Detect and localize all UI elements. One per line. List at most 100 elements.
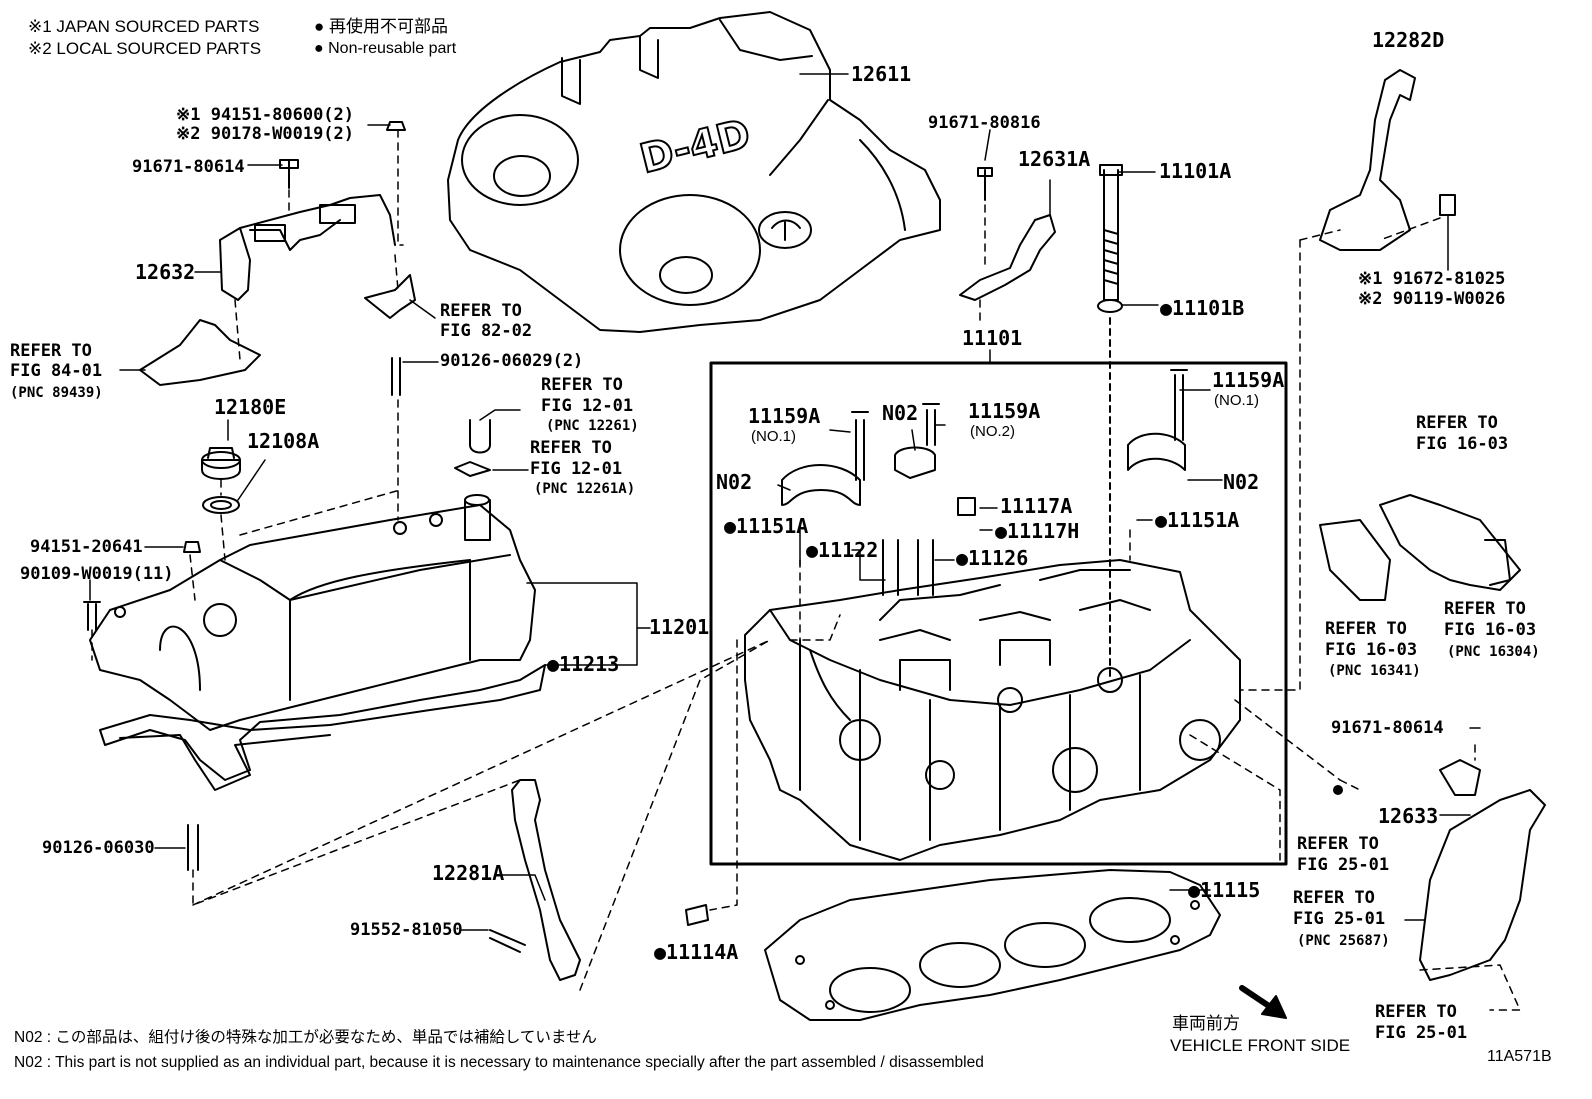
part-label-94151-80600[interactable]: ※1 94151-80600(2) bbox=[176, 105, 355, 125]
refer-fig-16-03-top-line1[interactable]: REFER TO bbox=[1416, 413, 1498, 433]
part-label-90126-06029[interactable]: 90126-06029(2) bbox=[440, 351, 584, 371]
head-bolt-drawing bbox=[1097, 164, 1123, 681]
part-label-11101B[interactable]: ●11101B bbox=[1160, 296, 1245, 320]
bolt-11159A-left bbox=[851, 411, 869, 481]
cylinder-head-drawing bbox=[744, 559, 1241, 861]
part-label-11114A[interactable]: ●11114A bbox=[654, 940, 739, 964]
bolt-90109-W0019 bbox=[83, 601, 101, 631]
vehicle-front-en: VEHICLE FRONT SIDE bbox=[1170, 1036, 1351, 1055]
part-label-12611[interactable]: 12611 bbox=[851, 62, 912, 86]
part-label-12633[interactable]: 12633 bbox=[1378, 804, 1439, 828]
valve-guide-11122 bbox=[882, 539, 899, 596]
part-label-11159A-mid[interactable]: 11159A bbox=[968, 399, 1041, 423]
cylinder-head-cover-drawing bbox=[89, 494, 536, 731]
part-label-11201[interactable]: 11201 bbox=[649, 615, 710, 639]
part-label-90119-W0026[interactable]: ※2 90119-W0026 bbox=[1358, 289, 1506, 309]
part-label-91552-81050[interactable]: 91552-81050 bbox=[350, 920, 463, 940]
refer-fig-12-01a-line2[interactable]: FIG 12-01 bbox=[541, 396, 634, 416]
refer-fig-25-01c-line2[interactable]: FIG 25-01 bbox=[1375, 1023, 1468, 1043]
refer-fig-16-03-right-line1[interactable]: REFER TO bbox=[1444, 599, 1526, 619]
refer-fig-16-03-top-line2[interactable]: FIG 16-03 bbox=[1416, 434, 1509, 454]
refer-fig-12-01a-line1[interactable]: REFER TO bbox=[541, 375, 623, 395]
part-label-94151-20641[interactable]: 94151-20641 bbox=[30, 537, 143, 557]
plug-11117A bbox=[957, 497, 976, 516]
refer-fig-16-03-right-line2[interactable]: FIG 16-03 bbox=[1444, 620, 1537, 640]
part-label-11159A-right[interactable]: 11159A bbox=[1212, 368, 1285, 392]
part-label-12180E[interactable]: 12180E bbox=[214, 395, 287, 419]
refer-fig-25-01b-line1[interactable]: REFER TO bbox=[1293, 888, 1375, 908]
part-label-11101A[interactable]: 11101A bbox=[1159, 159, 1232, 183]
part-label-11159A-left[interactable]: 11159A bbox=[748, 404, 821, 428]
bolt-11159A-mid bbox=[922, 403, 940, 446]
part-label-11117A[interactable]: 11117A bbox=[1000, 494, 1073, 518]
oil-filler-cap-drawing bbox=[201, 447, 241, 514]
non-reusable-dot-icon: ● bbox=[547, 652, 560, 676]
bearing-cap-drawing bbox=[781, 432, 1186, 506]
part-label-N02-left[interactable]: N02 bbox=[716, 470, 753, 494]
part-label-12282D[interactable]: 12282D bbox=[1372, 28, 1445, 52]
non-reusable-dot-icon: ● bbox=[995, 519, 1008, 543]
part-label-12632[interactable]: 12632 bbox=[135, 260, 196, 284]
refer-fig-12-01b-line1[interactable]: REFER TO bbox=[530, 438, 612, 458]
part-label-11151A-right[interactable]: ●11151A bbox=[1155, 508, 1240, 532]
part-label-90178-W0019[interactable]: ※2 90178-W0019(2) bbox=[176, 124, 355, 144]
refer-fig-84-01-line1[interactable]: REFER TO bbox=[10, 341, 92, 361]
refer-fig-16-03-left-line1[interactable]: REFER TO bbox=[1325, 619, 1407, 639]
bracket-84-01-drawing bbox=[139, 319, 261, 386]
part-label-11151A-left[interactable]: ●11151A bbox=[724, 514, 809, 538]
part-label-12108A[interactable]: 12108A bbox=[247, 429, 320, 453]
bracket-12633-drawing bbox=[1419, 759, 1546, 981]
filled-dot-icon: ● bbox=[314, 40, 324, 57]
refer-fig-12-01b-line2[interactable]: FIG 12-01 bbox=[530, 459, 623, 479]
filled-dot-icon: ● bbox=[314, 17, 325, 36]
part-label-91672-81025[interactable]: ※1 91672-81025 bbox=[1358, 269, 1506, 289]
bracket-12632-drawing bbox=[219, 194, 396, 301]
refer-fig-84-01-pnc: (PNC 89439) bbox=[10, 385, 103, 401]
refer-fig-25-01b-line2[interactable]: FIG 25-01 bbox=[1293, 909, 1386, 929]
valve-guide-11126 bbox=[917, 539, 934, 596]
part-label-N02-right[interactable]: N02 bbox=[1223, 470, 1260, 494]
part-label-12281A[interactable]: 12281A bbox=[432, 861, 505, 885]
non-reusable-dot-icon: ● bbox=[1188, 878, 1201, 902]
refer-fig-84-01-line2[interactable]: FIG 84-01 bbox=[10, 361, 103, 381]
vehicle-front-jp: 車両前方 bbox=[1172, 1014, 1240, 1033]
refer-fig-25-01a-line2[interactable]: FIG 25-01 bbox=[1297, 855, 1390, 875]
part-label-91671-80816[interactable]: 91671-80816 bbox=[928, 113, 1041, 133]
refer-fig-25-01a-line1[interactable]: REFER TO bbox=[1297, 834, 1379, 854]
note-no1-right: (NO.1) bbox=[1214, 392, 1259, 409]
non-reusable-dot-icon: ● bbox=[654, 940, 667, 964]
stud-90126-06029 bbox=[391, 357, 401, 396]
engine-cover-drawing bbox=[447, 11, 941, 333]
part-label-11126[interactable]: ●11126 bbox=[956, 546, 1029, 570]
legend-japan-sourced: ※1 JAPAN SOURCED PARTS bbox=[28, 17, 260, 36]
refer-fig-25-01c-line1[interactable]: REFER TO bbox=[1375, 1002, 1457, 1022]
bracket-12631A-drawing bbox=[959, 167, 1056, 301]
part-label-11122[interactable]: ●11122 bbox=[806, 538, 879, 562]
part-label-N02-mid[interactable]: N02 bbox=[882, 401, 919, 425]
part-label-12631A[interactable]: 12631A bbox=[1018, 147, 1091, 171]
part-label-11213[interactable]: ●11213 bbox=[547, 652, 620, 676]
bracket-12282D-drawing bbox=[1319, 69, 1456, 251]
part-label-11101[interactable]: 11101 bbox=[962, 326, 1023, 350]
bolt-91671-80614-left bbox=[279, 159, 299, 189]
part-label-11115[interactable]: ●11115 bbox=[1188, 878, 1261, 902]
figure-code: 11A571B bbox=[1487, 1048, 1552, 1065]
part-label-90109-W0019[interactable]: 90109-W0019(11) bbox=[20, 564, 174, 584]
non-reusable-dot-icon: ● bbox=[1160, 296, 1173, 320]
refer-fig-16-03-left-line2[interactable]: FIG 16-03 bbox=[1325, 640, 1418, 660]
part-label-91671-80614-left[interactable]: 91671-80614 bbox=[132, 157, 245, 177]
non-reusable-dot-icon: ● bbox=[1155, 508, 1168, 532]
part-label-90126-06030[interactable]: 90126-06030 bbox=[42, 838, 155, 858]
head-cover-gasket-drawing bbox=[99, 664, 546, 791]
refer-fig-82-02-line1[interactable]: REFER TO bbox=[440, 301, 522, 321]
non-reusable-dot-icon: ● bbox=[806, 538, 819, 562]
part-label-11117H[interactable]: ●11117H bbox=[995, 519, 1080, 543]
refer-fig-82-02-line2[interactable]: FIG 82-02 bbox=[440, 321, 533, 341]
clip-drawing bbox=[454, 461, 491, 477]
hose-drawing bbox=[469, 419, 491, 454]
head-gasket-drawing bbox=[764, 869, 1221, 1021]
part-label-91671-80614-right[interactable]: 91671-80614 bbox=[1331, 718, 1444, 738]
bolt-11159A-right bbox=[1170, 369, 1188, 441]
